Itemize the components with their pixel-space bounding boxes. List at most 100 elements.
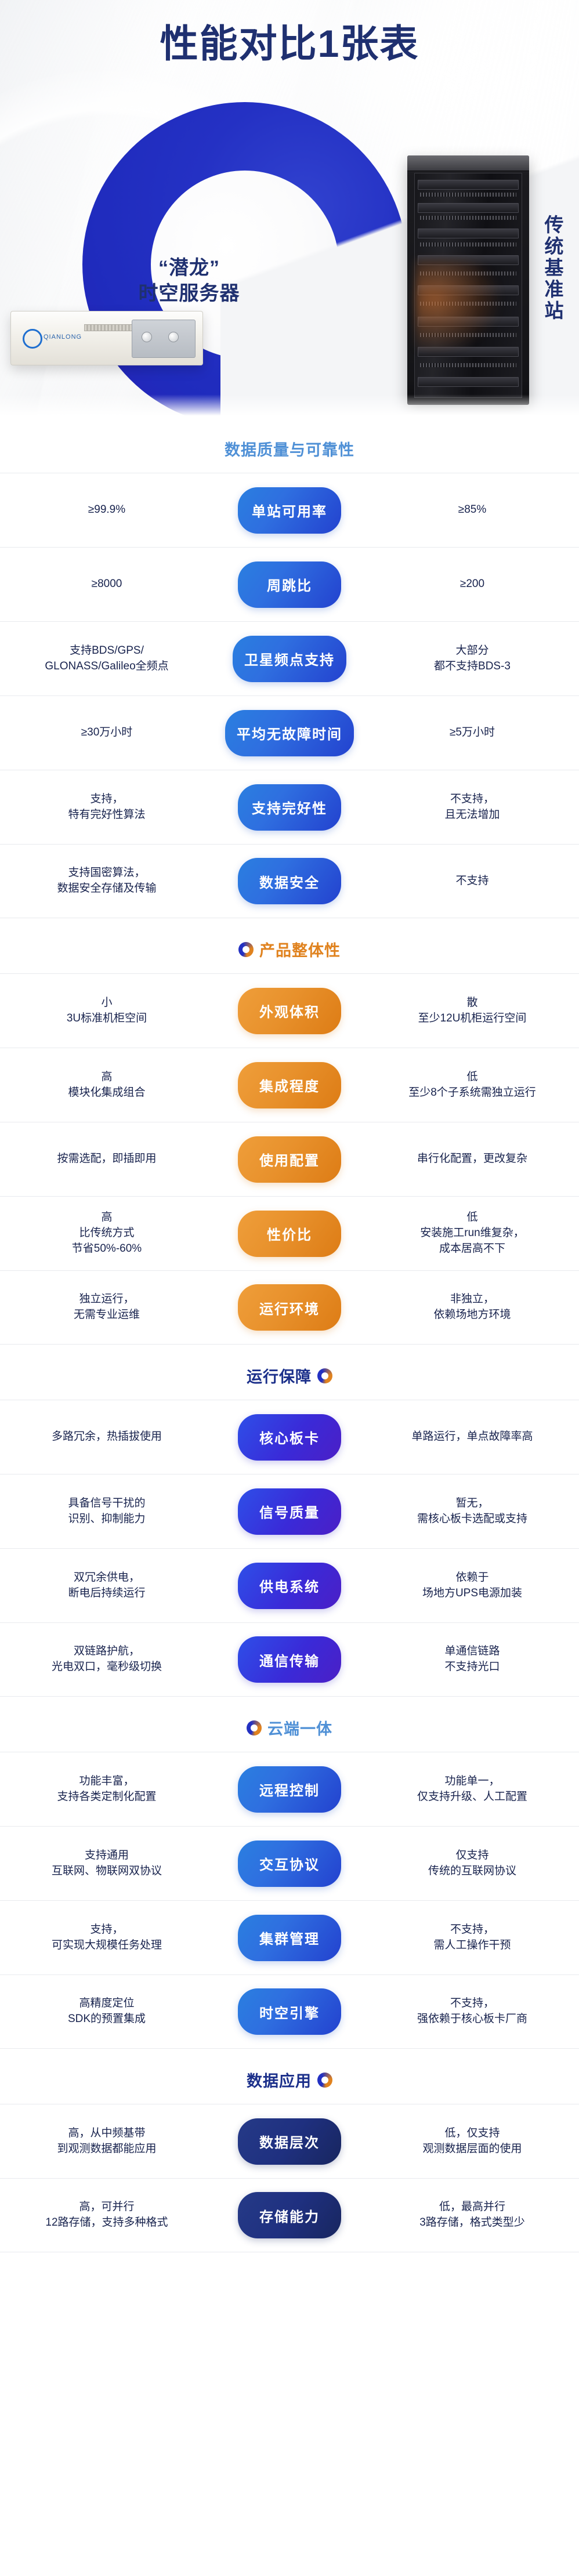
feature-pill[interactable]: 交互协议 [238,1840,341,1887]
comparison-row: 具备信号干扰的 识别、抑制能力信号质量暂无， 需核心板卡选配或支持 [0,1474,579,1548]
section-header: 运行保障 [0,1345,579,1400]
feature-pill[interactable]: 集成程度 [238,1061,341,1108]
comparison-row: 多路冗余，热插拔使用核心板卡单路运行，单点故障率高 [0,1400,579,1474]
rack-bay [418,229,519,238]
comparison-section: 数据应用高，从中频基带 到观测数据都能应用数据层次低，仅支持 观测数据层面的使用… [0,2049,579,2252]
server-knob-icon [168,332,179,342]
comparison-row: 支持， 可实现大规模任务处理集群管理不支持， 需人工操作干预 [0,1900,579,1974]
section-title: 数据应用 [247,2073,312,2090]
feature-label-cell: 卫星频点支持 [213,635,366,682]
qianlong-value-cell: 支持， 特有完好性算法 [68,792,146,821]
rack-warm-glow [415,260,508,358]
comparison-section: 运行保障多路冗余，热插拔使用核心板卡单路运行，单点故障率高具备信号干扰的 识别、… [0,1345,579,1697]
traditional-value-cell: ≥200 [459,578,485,590]
feature-label-cell: 交互协议 [213,1840,366,1887]
server-knob-icon [142,332,152,342]
comparison-row: 高 比传统方式 节省50%-60%性价比低 安装施工run维复杂， 成本居高不下 [0,1196,579,1270]
feature-pill[interactable]: 时空引擎 [238,1988,341,2035]
rack-vent [420,242,516,247]
page-title: 性能对比1张表 [160,22,419,65]
feature-pill[interactable]: 信号质量 [238,1488,341,1535]
comparison-row: 高 模块化集成组合集成程度低 至少8个子系统需独立运行 [0,1048,579,1122]
comparison-row: 双链路护航， 光电双口，毫秒级切换 通信传输 单通信链路 不支持光口 [0,1622,579,1697]
qianlong-value-cell: ≥99.9% [88,503,126,516]
comparison-section: 云端一体功能丰富， 支持各类定制化配置远程控制功能单一， 仅支持升级、人工配置支… [0,1697,579,2049]
traditional-value-cell: 不支持， 强依赖于核心板卡厂商 [417,1997,527,2025]
traditional-rack-image [407,155,529,405]
feature-pill[interactable]: 使用配置 [238,1136,341,1183]
feature-pill[interactable]: 外观体积 [238,987,341,1034]
traditional-value-cell: 不支持 [455,874,489,887]
section-title: 运行保障 [247,1368,312,1386]
traditional-value-cell: 单通信链路 不支持光口 [444,1645,500,1673]
traditional-value-cell: 大部分 都不支持BDS-3 [434,644,511,672]
qianlong-value-cell: 双冗余供电， 断电后持续运行 [68,1571,146,1599]
comparison-row: 按需选配，即插即用使用配置串行化配置，更改复杂 [0,1122,579,1196]
feature-pill[interactable]: 数据安全 [238,858,341,904]
rack-bay [418,180,519,190]
comparison-row: 高，可并行 12路存储，支持多种格式存储能力低，最高并行 3路存储，格式类型少 [0,2178,579,2252]
feature-pill[interactable]: 单站可用率 [238,487,341,534]
feature-label-cell: 使用配置 [213,1136,366,1183]
feature-label-cell: 存储能力 [213,2192,366,2238]
traditional-value-cell: 不支持， 需人工操作干预 [433,1923,511,1951]
feature-pill[interactable]: 性价比 [238,1210,341,1257]
comparison-row: 高精度定位 SDK的预置集成 时空引擎 不支持， 强依赖于核心板卡厂商 [0,1974,579,2049]
qianlong-server-image: QIANLONG [10,311,203,365]
traditional-value-cell: 散 至少12U机柜运行空间 [418,996,527,1024]
qianlong-value-cell: 高，可并行 12路存储，支持多种格式 [45,2201,168,2229]
feature-label-cell: 远程控制 [213,1766,366,1813]
feature-label-cell: 性价比 [213,1210,366,1257]
feature-pill[interactable]: 通信传输 [238,1636,341,1683]
rack-vent [420,363,516,367]
hero-banner: 性能对比1张表 QIANLONG [0,0,579,418]
feature-pill[interactable]: 支持完好性 [238,784,341,831]
feature-label-cell: 数据层次 [213,2118,366,2165]
section-title: 云端一体 [267,1720,332,1738]
feature-label-cell: 单站可用率 [213,487,366,534]
feature-pill[interactable]: 数据层次 [238,2118,341,2165]
traditional-value-cell: 低 安装施工run维复杂， 成本居高不下 [420,1211,524,1255]
feature-pill[interactable]: 平均无故障时间 [225,709,354,756]
qianlong-value-cell: 支持国密算法， 数据安全存储及传输 [57,867,157,894]
feature-pill[interactable]: 核心板卡 [238,1414,341,1461]
feature-label-cell: 集成程度 [213,1061,366,1108]
qianlong-value-cell: ≥30万小时 [81,726,133,739]
traditional-value-cell: 低 至少8个子系统需独立运行 [408,1070,536,1099]
qianlong-value-cell: 支持BDS/GPS/ GLONASS/Galileo全频点 [45,644,169,672]
feature-label-cell: 周跳比 [213,561,366,608]
traditional-value-cell: ≥85% [458,503,487,516]
feature-label-cell: 供电系统 [213,1562,366,1609]
feature-label-cell: 核心板卡 [213,1414,366,1461]
traditional-product-label: 传统基准站 [542,215,563,322]
comparison-row: 功能丰富， 支持各类定制化配置远程控制功能单一， 仅支持升级、人工配置 [0,1752,579,1826]
section-header: 云端一体 [0,1697,579,1752]
feature-label-cell: 平均无故障时间 [213,709,366,756]
feature-pill[interactable]: 集群管理 [238,1914,341,1961]
comparison-row: 小 3U标准机柜空间外观体积散 至少12U机柜运行空间 [0,973,579,1048]
feature-pill[interactable]: 运行环境 [238,1284,341,1331]
qianlong-label-line1: “潜龙” [158,257,220,279]
comparison-row: ≥30万小时平均无故障时间≥5万小时 [0,695,579,770]
traditional-value-cell: 不支持， 且无法增加 [444,792,500,821]
comparison-row: 支持BDS/GPS/ GLONASS/Galileo全频点 卫星频点支持 大部分 都… [0,621,579,695]
feature-pill[interactable]: 周跳比 [238,561,341,608]
qianlong-value-cell: 多路冗余，热插拔使用 [51,1430,162,1443]
feature-pill[interactable]: 远程控制 [238,1766,341,1813]
feature-pill[interactable]: 存储能力 [238,2192,341,2238]
qianlong-value-cell: 双链路护航， 光电双口，毫秒级切换 [51,1645,162,1673]
feature-label-cell: 时空引擎 [213,1988,366,2035]
page-tail-spacer [0,2252,579,2267]
feature-pill[interactable]: 供电系统 [238,1562,341,1609]
qianlong-value-cell: 高精度定位 SDK的预置集成 [67,1997,146,2025]
qianlong-value-cell: 具备信号干扰的 识别、抑制能力 [68,1497,146,1525]
feature-pill[interactable]: 卫星频点支持 [233,635,346,682]
feature-label-cell: 通信传输 [213,1636,366,1683]
ring-decoration-icon [317,1368,332,1383]
section-title: 产品整体性 [259,942,341,959]
comparison-row: 支持， 特有完好性算法 支持完好性 不支持， 且无法增加 [0,770,579,844]
rack-vent [420,193,516,197]
